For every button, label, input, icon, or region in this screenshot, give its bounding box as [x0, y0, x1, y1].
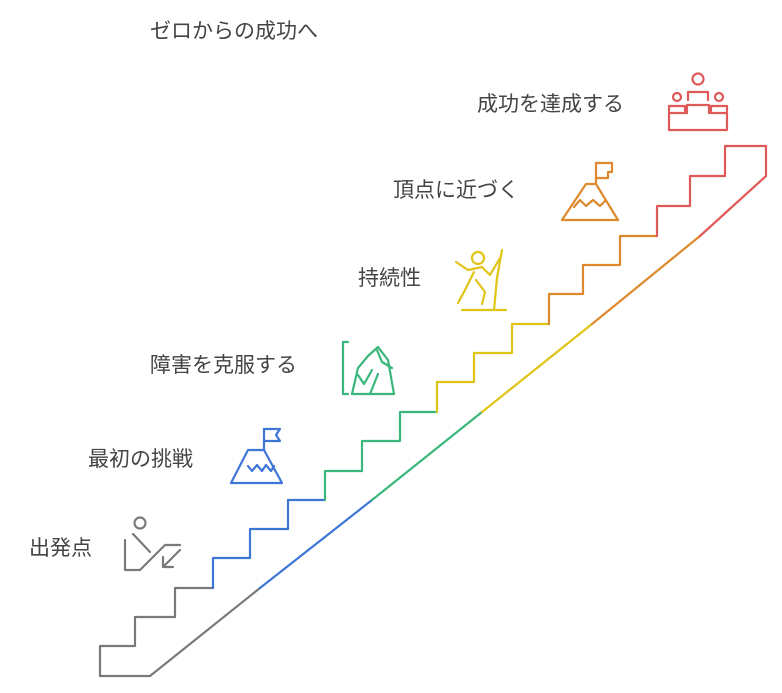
stair-segment-3 — [323, 410, 484, 502]
mountain-peak-flag-icon — [560, 161, 620, 222]
stage-label-6: 成功を達成する — [477, 92, 624, 116]
stage-2: 最初の挑戦 — [88, 427, 374, 590]
stage-label-5: 頂点に近づく — [393, 178, 519, 202]
stage-label-4: 持続性 — [358, 266, 421, 290]
stage-label-1: 出発点 — [29, 536, 92, 560]
stage-1: 出発点 — [29, 516, 262, 678]
climber-icon — [454, 248, 508, 312]
stage-label-3: 障害を克服する — [150, 353, 297, 377]
mountain-flag-icon — [229, 427, 284, 485]
stage-6: 成功を達成する — [477, 72, 768, 238]
stair-segment-1 — [98, 586, 262, 678]
rock-obstacle-icon — [341, 340, 396, 396]
escalator-person-icon — [123, 516, 182, 572]
stair-segment-4 — [435, 322, 594, 414]
stage-4: 持続性 — [358, 248, 594, 414]
diagram-title: ゼロからの成功へ — [150, 19, 318, 43]
stair-segment-6 — [655, 144, 768, 238]
stage-label-2: 最初の挑戦 — [88, 447, 193, 471]
stair-segment-2 — [211, 498, 374, 590]
stage-5: 頂点に近づく — [393, 161, 702, 326]
podium-icon — [667, 72, 729, 132]
stage-3: 障害を克服する — [150, 340, 484, 502]
stair-segment-5 — [547, 234, 702, 326]
